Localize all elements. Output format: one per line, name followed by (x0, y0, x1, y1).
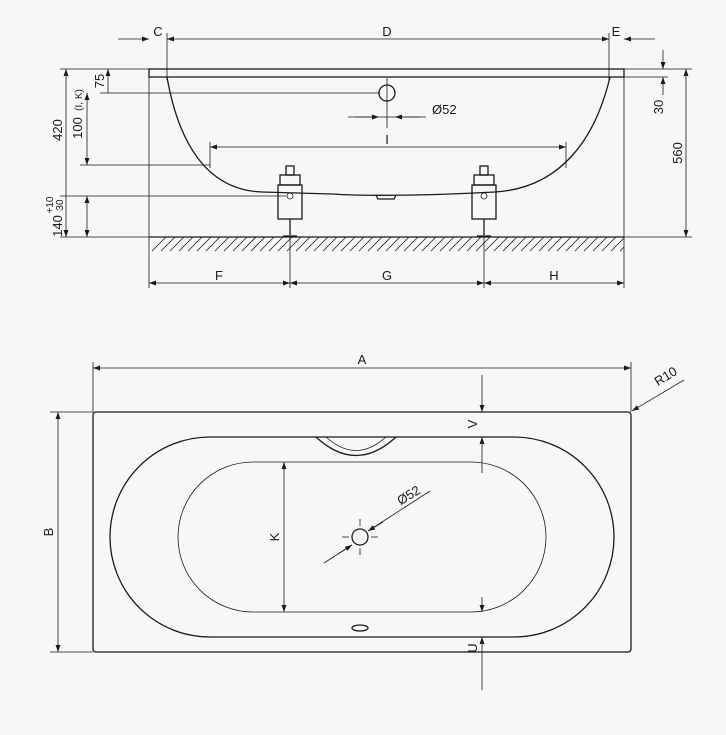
hatch-line (430, 236, 446, 252)
hatch-line (349, 236, 365, 252)
hatch-line (493, 236, 509, 252)
side-view: C D E I F G H Ø52 75 420 100 (I, K) 30 5… (45, 24, 692, 288)
top-view: A B K V U R10 Ø52 (41, 352, 685, 690)
label-u: U (465, 643, 480, 652)
hatch-line (466, 236, 482, 252)
label-a: A (358, 352, 367, 367)
hatch-line (529, 236, 545, 252)
hatch-line (232, 236, 248, 252)
hatch-line (205, 236, 221, 252)
hatch-line (574, 236, 590, 252)
hatch-line (583, 236, 599, 252)
top-dimension-lines (50, 362, 685, 690)
label-v: V (465, 419, 480, 428)
label-f: F (215, 268, 223, 283)
tub-outline (92, 411, 632, 653)
hatch-line (376, 236, 392, 252)
foot-left (277, 165, 303, 237)
hatch-line (565, 236, 581, 252)
overflow-top-inner (325, 436, 387, 451)
hatch-line (268, 236, 284, 252)
label-c: C (153, 24, 162, 39)
hatch-line (484, 236, 500, 252)
label-k: K (267, 532, 282, 541)
hatch-line (556, 236, 572, 252)
label-75: 75 (92, 74, 107, 88)
hatch-line (304, 236, 320, 252)
extension-lines (60, 33, 692, 288)
hatch-line (331, 236, 347, 252)
tub-inner-rim (109, 436, 615, 638)
label-drain-dia-top: Ø52 (394, 482, 423, 508)
label-140: 140 (50, 215, 65, 237)
label-e: E (612, 24, 621, 39)
hatch-line (610, 237, 625, 252)
drain-outlet (375, 194, 397, 200)
tub-body (166, 76, 611, 196)
hatch-line (448, 236, 464, 252)
label-b: B (41, 528, 56, 537)
label-g: G (382, 268, 392, 283)
hatch-line (619, 246, 625, 252)
floor-hatch (149, 236, 625, 252)
hatch-line (367, 236, 383, 252)
hatch-line (250, 236, 266, 252)
foot-right (471, 165, 497, 237)
hatch-line (394, 236, 410, 252)
hatch-line (196, 236, 212, 252)
hatch-line (511, 236, 527, 252)
label-560: 560 (670, 142, 685, 164)
label-100-note: (I, K) (74, 89, 85, 111)
hatch-line (358, 236, 374, 252)
hatch-line (547, 236, 563, 252)
tub-bottom (177, 461, 547, 613)
hatch-line (457, 236, 473, 252)
tub-rim (148, 68, 625, 78)
hatch-line (187, 236, 203, 252)
hatch-line (322, 236, 338, 252)
label-d: D (382, 24, 391, 39)
label-30-lower: 30 (55, 199, 66, 211)
hatch-line (295, 236, 311, 252)
hatch-line (223, 236, 239, 252)
label-100: 100 (70, 117, 85, 139)
hatch-line (178, 236, 194, 252)
label-30-right: 30 (651, 100, 666, 114)
label-h: H (549, 268, 558, 283)
overflow-top (315, 436, 397, 457)
label-420: 420 (50, 119, 65, 141)
hatch-line (502, 236, 518, 252)
hatch-line (286, 236, 302, 252)
hatch-line (439, 236, 455, 252)
hatch-line (520, 236, 536, 252)
hatch-line (160, 236, 176, 252)
hatch-line (340, 236, 356, 252)
hatch-line (259, 236, 275, 252)
hatch-line (538, 236, 554, 252)
hatch-line (241, 236, 257, 252)
label-drain-dia-side: Ø52 (432, 102, 457, 117)
label-tolerance: +10 (45, 196, 56, 213)
hatch-line (385, 236, 401, 252)
dimension-lines (63, 36, 689, 286)
hatch-line (151, 236, 167, 252)
hatch-line (214, 236, 230, 252)
hatch-line (421, 236, 437, 252)
hatch-line (601, 236, 617, 252)
hatch-line (592, 236, 608, 252)
drain-top (323, 490, 431, 564)
drain-slot (351, 624, 369, 632)
hatch-line (475, 236, 491, 252)
label-i: I (385, 132, 389, 147)
hatch-line (169, 236, 185, 252)
hatch-line (403, 236, 419, 252)
hatch-line (412, 236, 428, 252)
hatch-line (313, 236, 329, 252)
